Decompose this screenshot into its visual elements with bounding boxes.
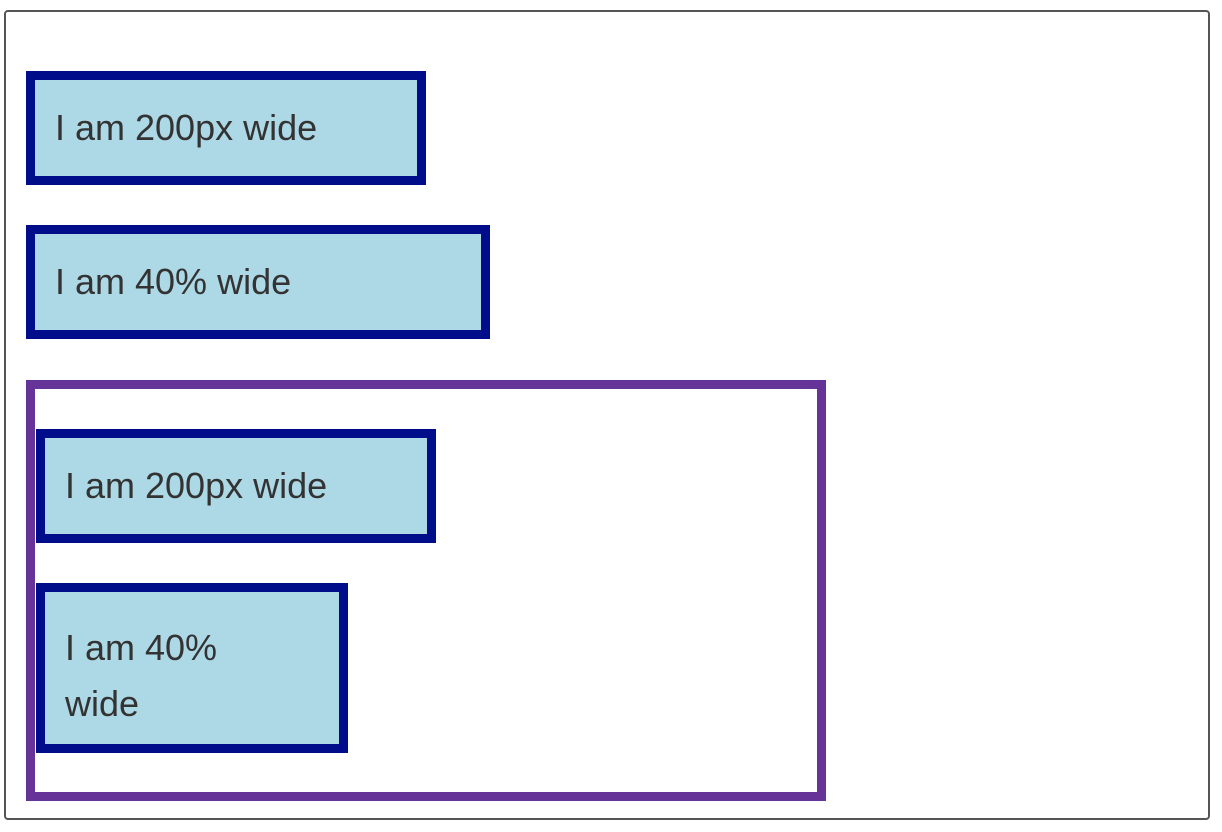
box-200px-inner-label: I am 200px wide	[65, 465, 328, 506]
box-200px-inner: I am 200px wide	[36, 429, 436, 543]
box-200px-outer: I am 200px wide	[26, 71, 426, 185]
box-40-percent-outer-label: I am 40% wide	[55, 261, 292, 302]
box-40-percent-inner: I am 40% wide	[36, 583, 348, 753]
box-40-percent-outer: I am 40% wide	[26, 225, 490, 339]
box-200px-outer-label: I am 200px wide	[55, 107, 318, 148]
box-40-percent-inner-label: I am 40% wide	[65, 627, 218, 724]
